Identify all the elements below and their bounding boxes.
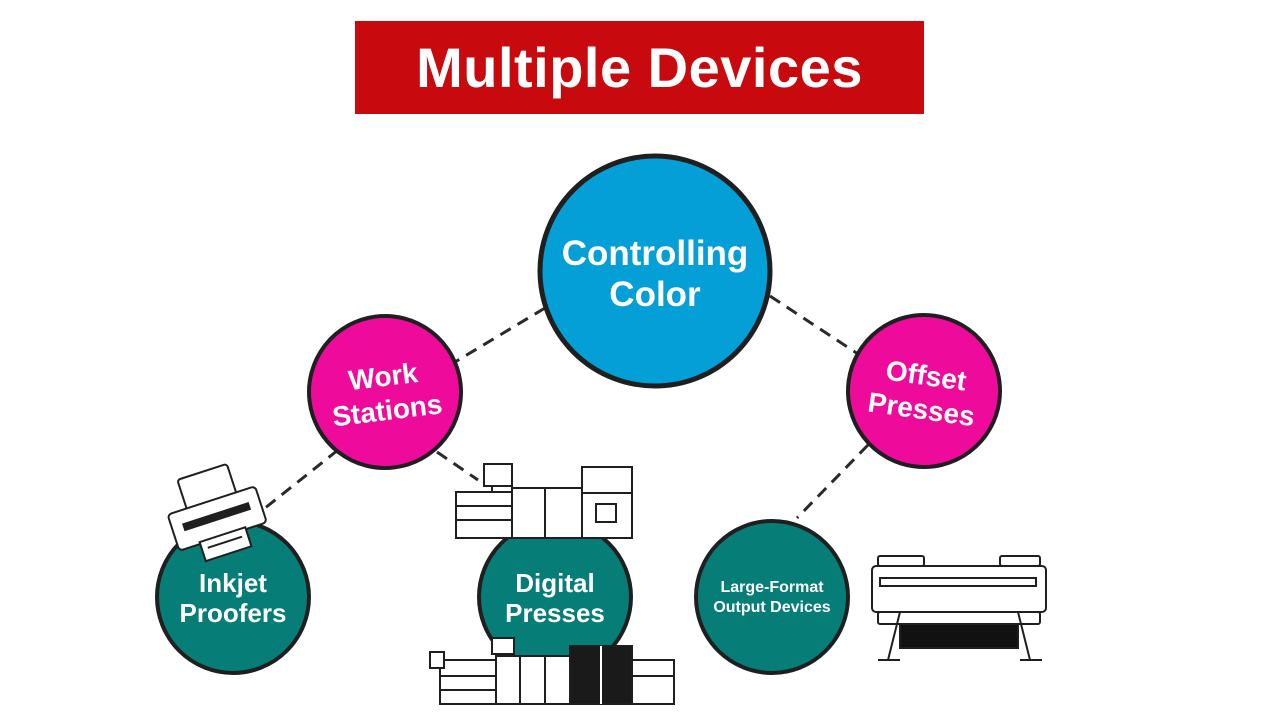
connector-offset-largeformat — [795, 443, 870, 520]
center-circle — [537, 153, 773, 389]
offset-presses-circle — [846, 313, 1002, 469]
production-press-icon — [429, 637, 675, 705]
wide-format-plotter-icon — [871, 555, 1047, 661]
inkjet-proofers-line2: Proofers — [180, 598, 287, 628]
large-format-circle — [694, 519, 850, 675]
digital-press-icon — [455, 463, 633, 539]
node-controlling-color: Controlling Color — [537, 153, 773, 389]
node-work-stations: Work Stations — [307, 314, 463, 470]
inkjet-proofers-line1: Inkjet — [199, 568, 267, 598]
large-format-line2: Output Devices — [713, 599, 830, 616]
center-label-line1: Controlling — [562, 234, 749, 273]
center-label-line2: Color — [609, 275, 701, 314]
node-inkjet-proofers: Inkjet Proofers — [155, 519, 311, 675]
digital-presses-line1: Digital — [515, 568, 594, 598]
large-format-line1: Large-Format — [720, 579, 824, 596]
page-title: Multiple Devices — [416, 36, 863, 99]
connectors — [254, 294, 870, 520]
connector-workstations-digital — [436, 450, 479, 482]
connector-center-workstations — [454, 306, 546, 364]
node-digital-presses: Digital Presses — [477, 519, 633, 675]
desktop-printer-icon — [167, 463, 267, 563]
work-stations-circle — [307, 314, 463, 470]
connector-workstations-inkjet — [254, 448, 339, 518]
digital-presses-line2: Presses — [505, 598, 605, 628]
title-banner: Multiple Devices — [355, 21, 924, 114]
node-offset-presses: Offset Presses — [846, 313, 1002, 469]
node-large-format: Large-Format Output Devices — [694, 519, 850, 675]
connector-center-offset — [769, 294, 859, 356]
